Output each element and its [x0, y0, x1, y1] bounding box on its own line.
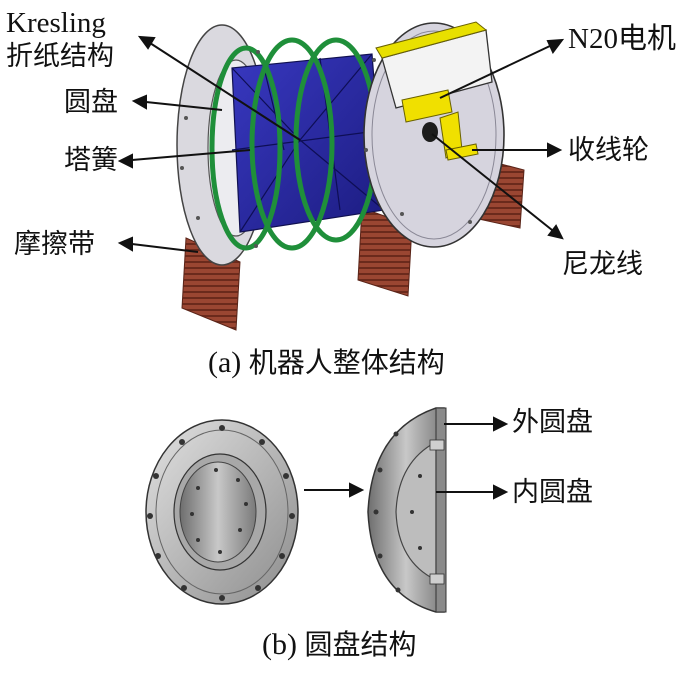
label-disc: 圆盘	[64, 87, 118, 118]
caption-a-tag: (a)	[208, 346, 242, 379]
caption-b-text: 圆盘结构	[304, 628, 417, 661]
caption-a-text: 机器人整体结构	[248, 346, 445, 379]
n20-motor-top	[375, 21, 488, 59]
take-up-wheel-shaft	[445, 143, 479, 161]
label-kresling-line2: 折纸结构	[6, 41, 114, 72]
label-tower-spring: 塔簧	[64, 145, 118, 176]
caption-a: (a) 机器人整体结构	[208, 346, 445, 380]
caption-b-tag: (b)	[262, 628, 297, 661]
label-take-up-wheel: 收线轮	[568, 135, 649, 166]
n20-gearbox	[401, 89, 453, 123]
right-disc-rim	[371, 30, 497, 240]
label-n20-motor: N20电机	[568, 23, 676, 55]
disc-section-view	[367, 407, 447, 613]
line-hole	[422, 122, 438, 142]
label-inner-disc: 内圆盘	[512, 477, 593, 508]
label-kresling-line1: Kresling	[6, 7, 106, 39]
label-nylon-line: 尼龙线	[562, 249, 643, 280]
disc-bolts	[180, 50, 472, 248]
leader-lines-b	[304, 416, 509, 500]
leader-lines-a	[117, 35, 565, 253]
label-friction-belt: 摩擦带	[14, 229, 95, 260]
caption-b: (b) 圆盘结构	[262, 628, 417, 662]
disc-front-view	[145, 419, 299, 605]
label-outer-disc: 外圆盘	[512, 407, 593, 438]
robot-assembly	[176, 21, 525, 331]
